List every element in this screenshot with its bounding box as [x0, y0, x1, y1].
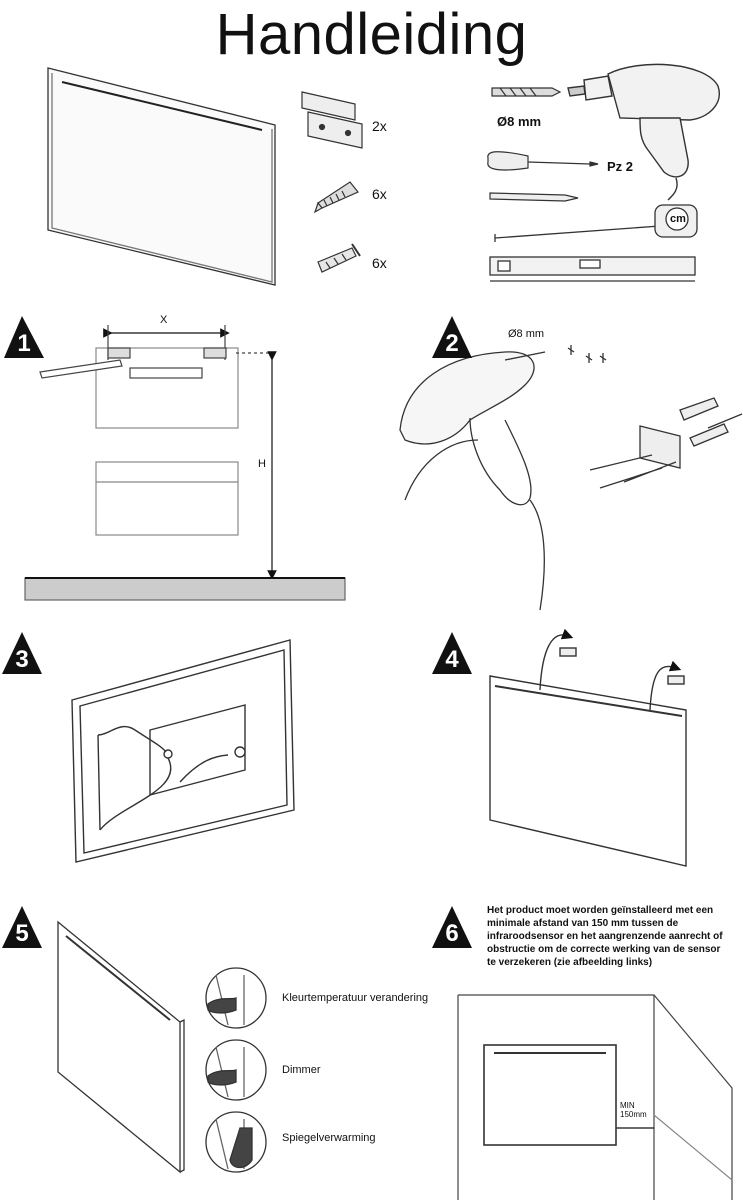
step2-diagram	[399, 345, 743, 611]
drill-bit-icon	[491, 87, 562, 97]
bracket-qty: 2x	[372, 118, 387, 134]
step6-min-label: MIN	[620, 1101, 635, 1110]
step3-diagram	[71, 639, 295, 863]
step-number-5: 5	[15, 920, 29, 947]
step-badges	[2, 316, 472, 948]
control-dimmer: Dimmer	[282, 1064, 321, 1076]
step-number-3: 3	[15, 646, 29, 673]
step2-drill-label: Ø8 mm	[508, 328, 545, 340]
mirror-product-drawing	[47, 67, 276, 286]
bracket-icon	[301, 91, 363, 149]
wall-plug-icon	[317, 243, 361, 273]
page-title: Handleiding	[215, 2, 528, 67]
control-color-temperature: Kleurtemperatuur verandering	[282, 992, 429, 1004]
screwdriver-label: Pz 2	[607, 159, 634, 174]
step1-h-label: H	[258, 458, 266, 470]
step6-diagram	[457, 994, 733, 1200]
screw-qty: 6x	[372, 186, 387, 202]
pencil-icon	[489, 192, 579, 202]
step4-diagram	[489, 628, 687, 867]
step-number-1: 1	[17, 330, 31, 357]
control-mirror-heating: Spiegelverwarming	[282, 1132, 376, 1144]
drill-bit-label: Ø8 mm	[497, 114, 542, 129]
wall-plug-qty: 6x	[372, 255, 387, 271]
electric-drill-icon	[567, 63, 720, 201]
screw-icon	[313, 181, 359, 214]
step-number-2: 2	[445, 330, 459, 357]
step1-x-label: X	[160, 314, 168, 326]
step5-diagram	[57, 920, 267, 1174]
step-number-6: 6	[445, 920, 459, 947]
step-number-4: 4	[445, 646, 459, 673]
tape-measure-label: cm	[670, 213, 686, 225]
step6-installation-note: Het product moet worden geïnstalleerd me…	[487, 905, 723, 968]
tape-measure-icon	[494, 204, 698, 242]
step1-diagram	[24, 325, 346, 601]
spirit-level-icon	[489, 256, 696, 282]
step6-distance-label: 150mm	[620, 1110, 647, 1119]
screwdriver-icon	[487, 151, 599, 171]
